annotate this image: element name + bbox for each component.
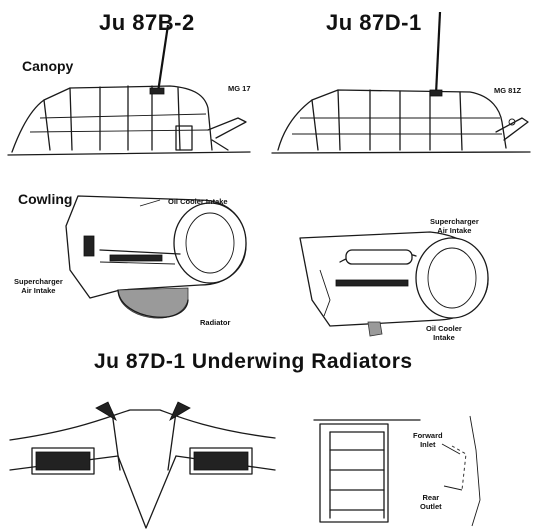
label-oil-cooler-d1-line2: Intake (433, 333, 455, 342)
underwing-right-drawing (313, 415, 481, 527)
title-underwing-radiators: Ju 87D-1 Underwing Radiators (94, 350, 413, 373)
label-forward-inlet-line2: Inlet (420, 440, 436, 449)
b2-cowling-drawing (65, 195, 247, 319)
label-mg81z: MG 81Z (494, 86, 522, 95)
underwing-left-drawing (9, 401, 276, 529)
label-oil-cooler-intake-b2: Oil Cooler Intake (168, 197, 228, 206)
label-supercharger-d1-line2: Air Intake (437, 226, 472, 235)
label-radiator: Radiator (200, 318, 231, 327)
d1-canopy-drawing (271, 11, 531, 154)
label-rear-outlet-line2: Outlet (420, 502, 442, 511)
label-rear-outlet-line1: Rear (422, 493, 440, 502)
label-supercharger-d1: Supercharger Air Intake (430, 217, 479, 235)
label-supercharger-b2-line1: Supercharger (14, 277, 63, 286)
title-ju87b2: Ju 87B-2 (99, 10, 195, 35)
section-canopy: Canopy (22, 58, 74, 74)
label-supercharger-b2-line2: Air Intake (21, 286, 56, 295)
label-oil-cooler-d1-line1: Oil Cooler (426, 324, 462, 333)
label-oil-cooler-d1: Oil Cooler Intake (426, 324, 462, 342)
label-forward-inlet-line1: Forward (413, 431, 443, 440)
label-supercharger-d1-line1: Supercharger (430, 217, 479, 226)
label-rear-outlet: Rear Outlet (420, 493, 442, 511)
label-supercharger-b2: Supercharger Air Intake (14, 277, 63, 295)
label-forward-inlet: Forward Inlet (413, 431, 443, 449)
b2-canopy-drawing (7, 24, 251, 156)
label-mg17: MG 17 (228, 84, 251, 93)
section-cowling: Cowling (18, 191, 73, 207)
title-ju87d1: Ju 87D-1 (326, 10, 422, 35)
d1-cowling-drawing (299, 231, 489, 337)
